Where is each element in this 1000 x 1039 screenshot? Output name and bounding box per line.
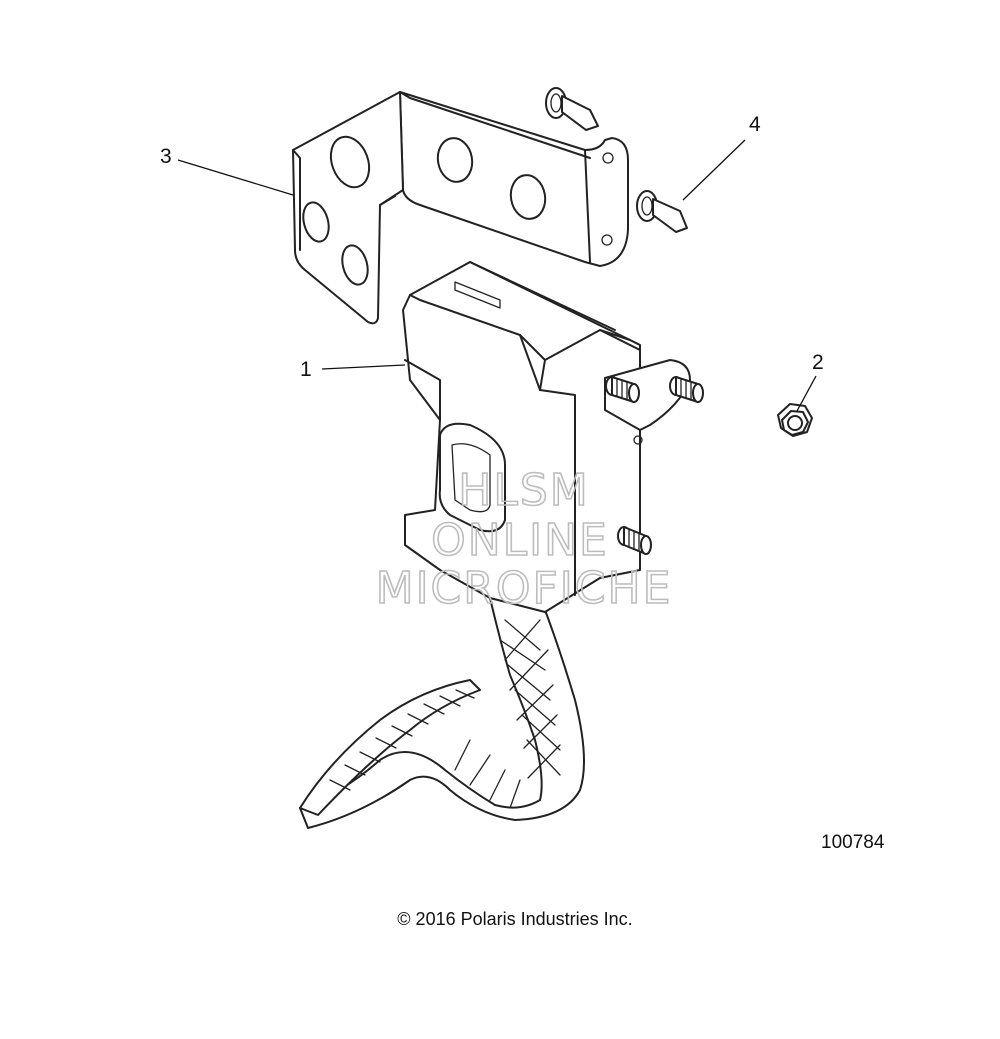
stud-1 [605, 376, 640, 403]
bracket-part [292, 91, 629, 325]
watermark-line-3: MICROFICHE [376, 563, 673, 614]
watermark-line-1: HLSM [458, 465, 590, 516]
figure-number: 100784 [821, 832, 885, 853]
push-rivet-lower [636, 190, 688, 233]
pedal-assembly-part [299, 261, 704, 829]
watermark-line-2: ONLINE [431, 515, 609, 566]
hex-nut-part [777, 403, 813, 437]
callout-label-3: 3 [160, 145, 172, 168]
leader-line-1 [321, 364, 406, 370]
push-rivet-upper [545, 87, 599, 131]
leader-line-4 [682, 139, 746, 201]
copyright-notice: © 2016 Polaris Industries Inc. [397, 909, 632, 929]
stud-2 [669, 376, 704, 403]
callout-label-1: 1 [300, 358, 312, 381]
leader-line-2 [796, 375, 817, 412]
stud-3 [617, 526, 652, 555]
watermark: HLSM ONLINE MICROFICHE [375, 464, 673, 615]
callout-label-2: 2 [812, 351, 824, 374]
leader-line-3 [177, 159, 294, 196]
callout-label-4: 4 [749, 113, 761, 136]
